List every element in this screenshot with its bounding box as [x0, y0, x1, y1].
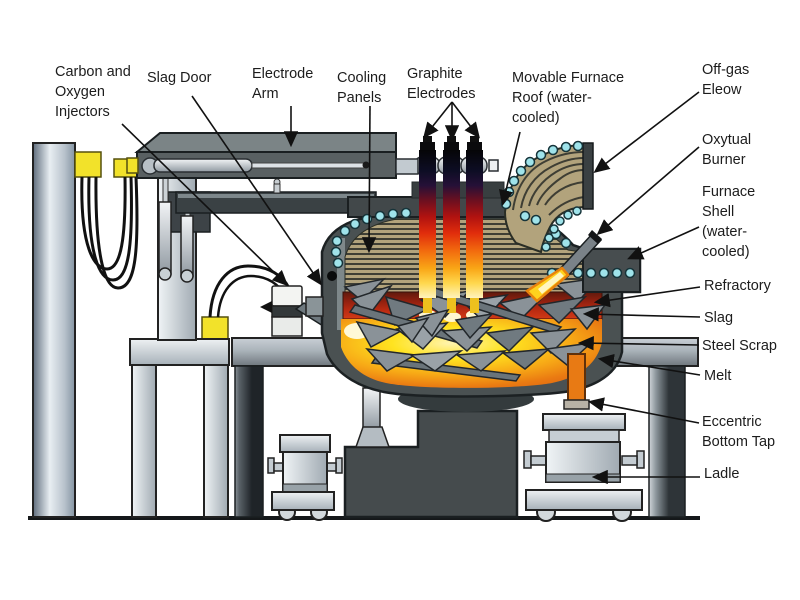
label-refractory: Refractory [704, 278, 771, 294]
bottom-tap [563, 353, 590, 410]
leader-lines [121, 91, 701, 485]
table-stand [129, 316, 230, 518]
arm-hydraulic-cylinder [141, 157, 370, 175]
label-movable-furnace-roof: Movable Furnace Roof (water- cooled) [512, 70, 625, 126]
label-eccentric-bottom-tap: Eccentric Bottom Tap [702, 414, 776, 450]
support-posts [157, 144, 211, 341]
label-furnace-shell: Furnace Shell (water- cooled) [702, 184, 756, 260]
power-cables [80, 176, 139, 290]
electrode-arm [126, 132, 419, 179]
foreground-scrap [396, 308, 495, 344]
label-carbon-oxygen-injectors: Carbon and Oxygen Injectors [55, 64, 131, 120]
graphite-electrode-1 [419, 136, 436, 313]
burner-flame [525, 266, 570, 303]
hydraulic-jack [354, 371, 391, 448]
ladle [523, 413, 645, 522]
label-slag: Slag [704, 310, 734, 326]
label-ladle: Ladle [704, 466, 740, 482]
furnace-pedestal [343, 409, 519, 519]
yellow-junction-box [201, 316, 229, 340]
label-slag-door: Slag Door [147, 70, 212, 86]
label-steel-scrap: Steel Scrap [702, 338, 777, 354]
shell-inner-strip [337, 238, 345, 330]
elbow-flange [582, 142, 594, 210]
slag-door-sill [305, 296, 324, 317]
horizontal-beam [175, 178, 377, 214]
label-melt: Melt [704, 368, 732, 384]
support-mast [32, 142, 138, 518]
graphite-electrode-2 [443, 136, 460, 313]
slag-pot-cart [267, 434, 343, 521]
label-electrode-arm: Electrode Arm [252, 66, 314, 102]
label-oxyfuel-burner: Oxytual Burner [702, 132, 752, 168]
graphite-electrode-3 [466, 136, 483, 313]
label-off-gas-elbow: Off-gas Eleow [702, 62, 750, 98]
injector-nozzle [260, 301, 272, 313]
label-graphite-electrodes: Graphite Electrodes [407, 66, 476, 102]
label-cooling-panels: Cooling Panels [337, 70, 387, 106]
injector-device [260, 285, 303, 337]
wall-port [327, 271, 337, 281]
